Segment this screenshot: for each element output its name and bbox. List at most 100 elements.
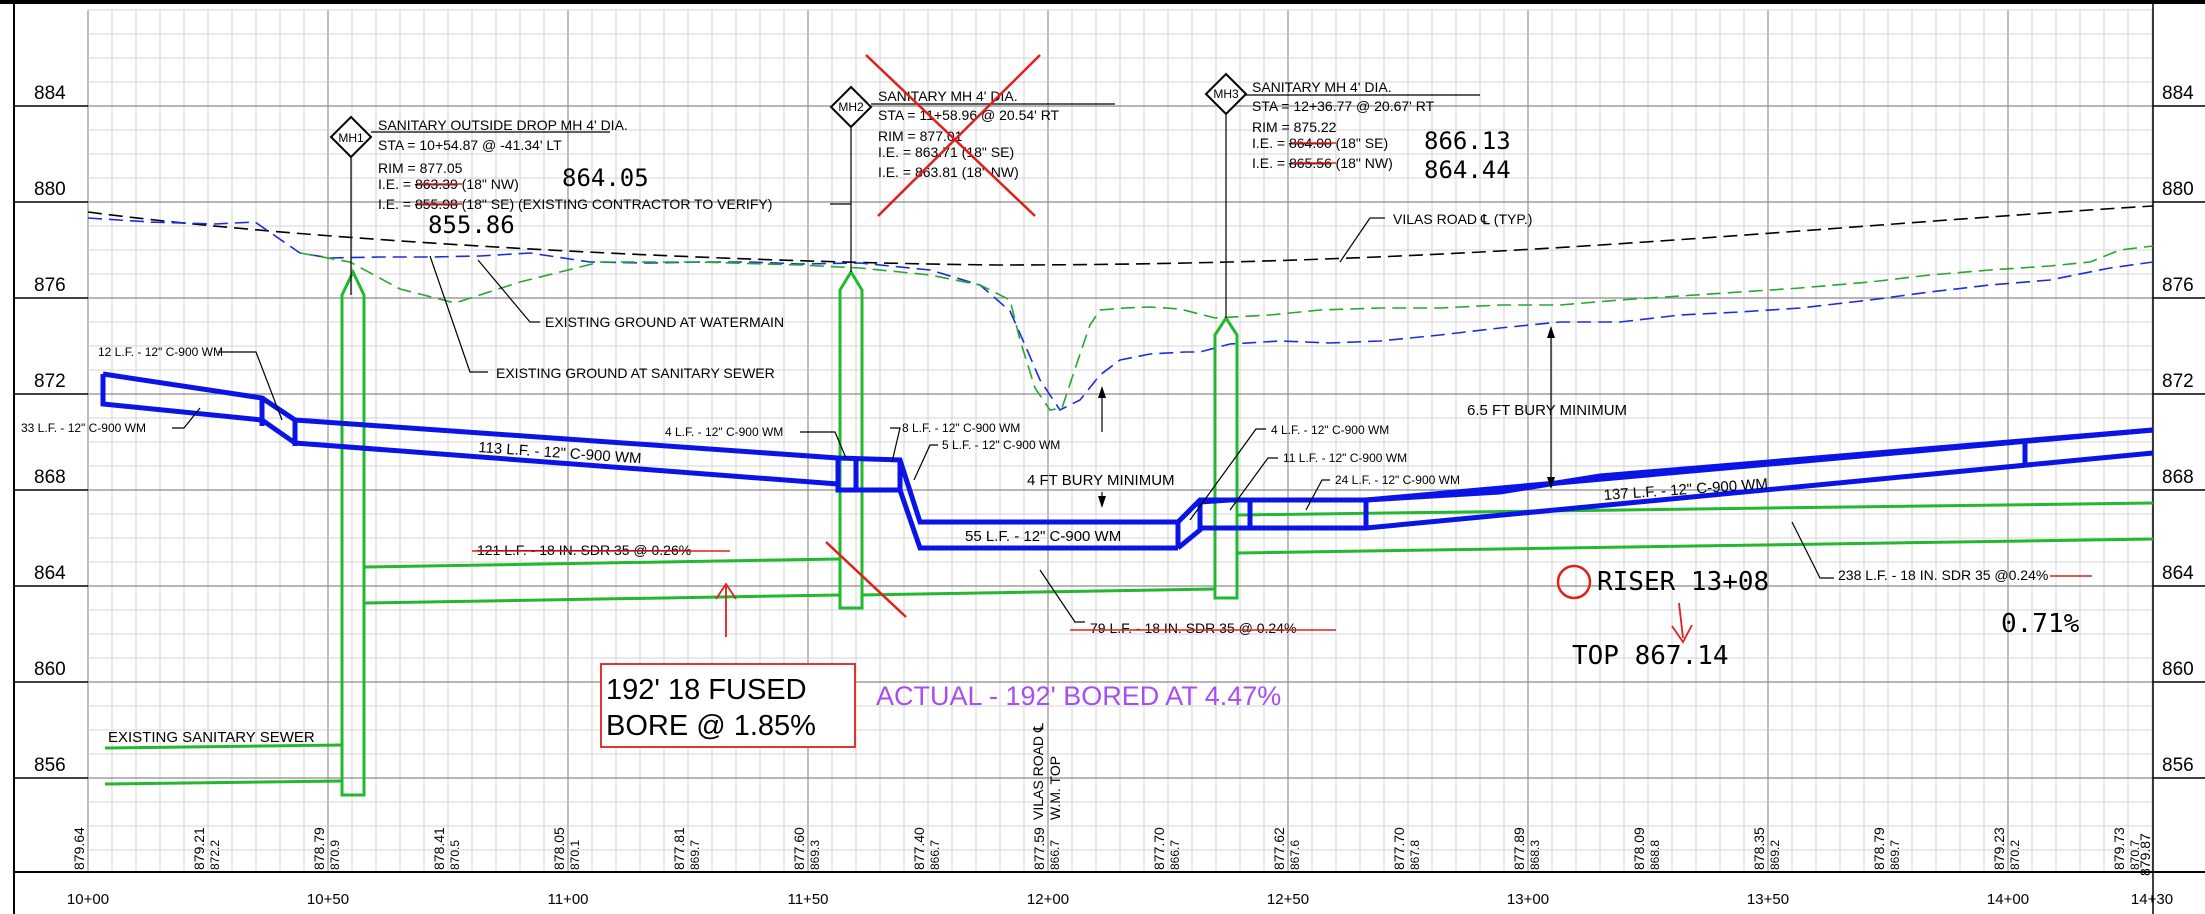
pipe-elevation-value: 867.6 (1288, 840, 1302, 870)
station-note: VILAS ROAD ℄ W.M. TOP 879.87 (1030, 723, 2153, 876)
manhole-mh3-callout: MH3 SANITARY MH 4' DIA. STA = 12+36.77 @… (1204, 72, 1511, 318)
mh1-rim: RIM = 877.05 (378, 160, 463, 176)
elev-label: 876 (2162, 275, 2194, 296)
station-label: 12+00 (1027, 891, 1069, 908)
manhole-mh1-callout: MH1 SANITARY OUTSIDE DROP MH 4' DIA. STA… (329, 115, 851, 295)
wm-label-8lf: 8 L.F. - 12" C-900 WM (902, 421, 1020, 435)
ground-elevation-value: 877.70 (1391, 827, 1407, 870)
ground-elevation-value: 879.21 (191, 827, 207, 870)
station-label: 11+50 (787, 891, 828, 908)
pipe-elevation-value: 866.7 (928, 840, 942, 870)
pipe-elevation-value: 869.2 (1768, 840, 1782, 870)
station-label: 13+00 (1507, 891, 1549, 908)
pipe-elevation-value: 870.9 (328, 840, 342, 870)
elev-label: 856 (34, 755, 66, 776)
pipe-elevation-value: 867.8 (1408, 840, 1422, 870)
ground-elevation-value: 879.64 (71, 827, 87, 870)
pipe-elevation-value: 869.7 (1888, 840, 1902, 870)
ground-watermain-label: EXISTING GROUND AT WATERMAIN (545, 314, 784, 330)
station-label: 13+50 (1747, 891, 1789, 908)
wm-label-12lf: 12 L.F. - 12" C-900 WM (98, 345, 223, 359)
pipe-elevation-value: 868.8 (1648, 840, 1662, 870)
ground-sanitary-profile (299, 245, 2154, 411)
elev-label: 868 (34, 467, 66, 488)
elev-label: 860 (34, 659, 66, 680)
slope-note: 0.71% (2001, 609, 2080, 639)
bury-arrow (1098, 496, 1106, 508)
ground-elevation-value: 878.79 (1871, 827, 1887, 870)
ground-elevation-value: 877.89 (1511, 827, 1527, 870)
mh3-ie1: I.E. = 864.00 (18" SE) (1252, 135, 1388, 151)
manhole-mh2-structure (838, 269, 864, 610)
station-label: 10+50 (307, 891, 349, 908)
bury-arrow (1098, 386, 1106, 398)
elev-label: 884 (2162, 83, 2194, 104)
sanitary-label-79lf: 79 L.F. - 18 IN. SDR 35 @ 0.24% (1090, 620, 1296, 636)
ground-elevation-value: 877.70 (1151, 827, 1167, 870)
red-markups (715, 541, 1693, 644)
ground-elevation-value: 878.09 (1631, 827, 1647, 870)
manhole-mh3-structure (1213, 315, 1239, 600)
mh1-tag: MH1 (338, 131, 364, 145)
riser-note: RISER 13+08 (1597, 567, 1769, 597)
bore-note-box (600, 663, 856, 748)
bury-65ft-label: 6.5 FT BURY MINIMUM (1467, 402, 1627, 419)
pipe-elevation-value: 870.1 (568, 840, 582, 870)
station-label: 10+00 (67, 891, 109, 908)
station-axis: 10+00 10+50 11+00 11+50 12+00 12+50 13+0… (67, 891, 2173, 908)
ground-elevation-value: 878.41 (431, 827, 447, 870)
elev-label: 868 (2162, 467, 2194, 488)
mh3-title: SANITARY MH 4' DIA. (1252, 79, 1392, 95)
mh1-ie2: I.E. = 855.98 (18" SE) (EXISTING CONTRAC… (378, 196, 772, 212)
mh3-rim: RIM = 875.22 (1252, 119, 1337, 135)
station-label: 14+30 (2131, 891, 2173, 908)
ground-elevation-value: 878.05 (551, 827, 567, 870)
ground-elevation-value: 877.59 (1031, 827, 1047, 870)
pipe-elevation-value: 869.7 (688, 840, 702, 870)
mh2-ie1: I.E. = 863.71 (18" SE) (878, 144, 1014, 160)
wm-label-11lf: 11 L.F. - 12" C-900 WM (1283, 451, 1407, 465)
ground-elevation-value: 878.35 (1751, 827, 1767, 870)
mh3-sta: STA = 12+36.77 @ 20.67' RT (1252, 98, 1435, 114)
actual-bore-note: ACTUAL - 192' BORED AT 4.47% (876, 681, 1281, 711)
ground-elevation-value: 877.40 (911, 827, 927, 870)
ground-sanitary-label: EXISTING GROUND AT SANITARY SEWER (496, 365, 775, 381)
road-callout: VILAS ROAD ℄ (TYP.) (1339, 211, 1532, 263)
elev-label: 884 (34, 83, 66, 104)
sanitary-label-121lf: 121 L.F. - 18 IN. SDR 35 @ 0.26% (477, 542, 691, 558)
bury-arrow (1547, 326, 1555, 338)
mh3-hand-ie2: 864.44 (1424, 156, 1511, 184)
station-note-wm: W.M. TOP (1047, 756, 1063, 820)
mh2-rim: RIM = 877.01 (878, 128, 963, 144)
pipe-elevation-value: 872.2 (208, 840, 222, 870)
pipe-elevation-value: 870.2 (2008, 840, 2022, 870)
station-label: 12+50 (1267, 891, 1309, 908)
elev-label: 880 (2162, 179, 2194, 200)
wm-label-55lf: 55 L.F. - 12" C-900 WM (965, 528, 1121, 545)
existing-sewer-label: EXISTING SANITARY SEWER (108, 729, 315, 746)
wm-label-4lf-a: 4 L.F. - 12" C-900 WM (665, 425, 783, 439)
mh2-ie2: I.E. = 863.81 (18" NW) (878, 164, 1019, 180)
bury-arrow (1547, 477, 1555, 489)
wm-label-24lf: 24 L.F. - 12" C-900 WM (1335, 473, 1460, 487)
ground-callouts (429, 255, 540, 373)
bore-note-line1: 192' 18 FUSED (606, 674, 807, 706)
pipe-elevation-value: 866.7 (1168, 840, 1182, 870)
mh1-hand-ie2: 855.86 (428, 211, 515, 239)
mh2-tag: MH2 (838, 100, 864, 114)
bore-note-line2: BORE @ 1.85% (606, 710, 816, 742)
ground-elevation-value: 877.60 (791, 827, 807, 870)
wm-label-5lf: 5 L.F. - 12" C-900 WM (942, 438, 1060, 452)
mh1-sta: STA = 10+54.87 @ -41.34' LT (378, 137, 562, 153)
ground-elevation-value: 877.81 (671, 827, 687, 870)
pipe-elevation-value: 868.3 (1528, 840, 1542, 870)
manhole-mh2-callout: MH2 SANITARY MH 4' DIA. STA = 11+58.96 @… (829, 54, 1115, 272)
pipe-elevation-value: 870.7 (2128, 840, 2142, 870)
manhole-mh1-structure (340, 268, 366, 797)
sanitary-label-238lf: 238 L.F. - 18 IN. SDR 35 @0.24% (1838, 567, 2048, 583)
mh2-sta: STA = 11+58.96 @ 20.54' RT (878, 107, 1060, 123)
elev-label: 876 (34, 275, 66, 296)
watermain-callout-leaders (172, 330, 1834, 623)
